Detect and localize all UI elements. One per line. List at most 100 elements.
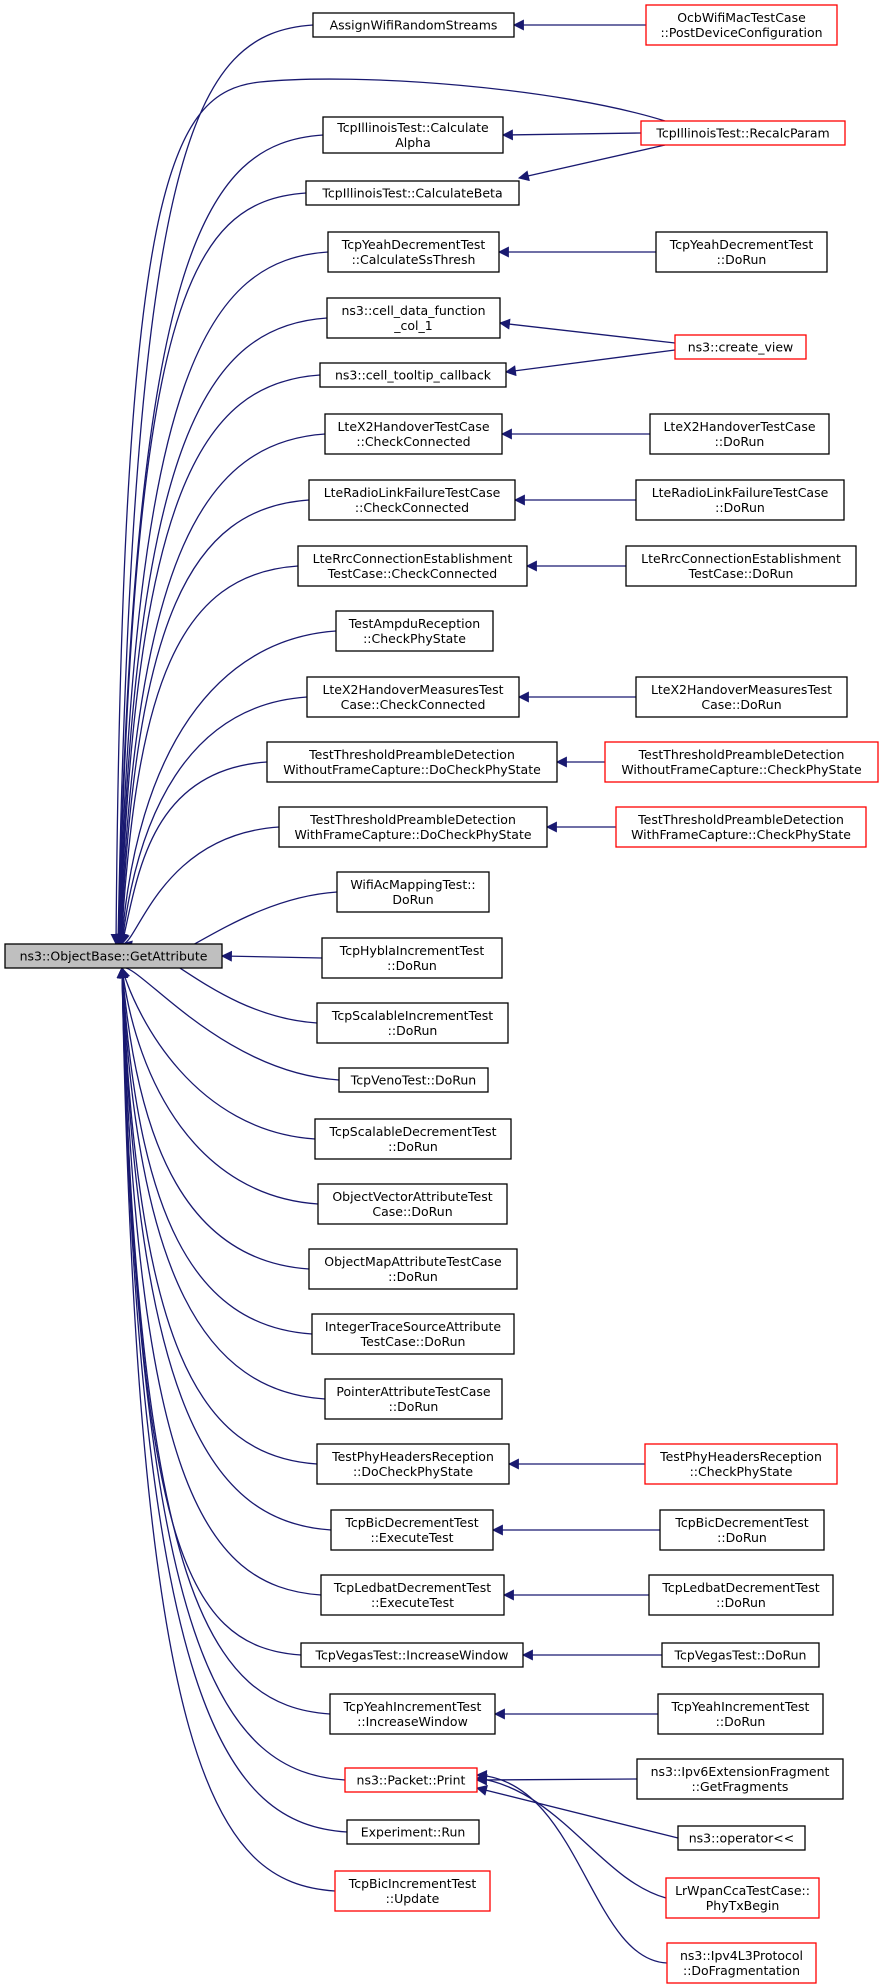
node-box	[665, 1877, 820, 1919]
node-box	[308, 479, 516, 521]
node-tpd-wo-check[interactable]: TestThresholdPreambleDetectionWithoutFra…	[604, 741, 879, 783]
node-ocb-postdevice[interactable]: OcbWifiMacTestCase::PostDeviceConfigurat…	[645, 4, 838, 46]
node-label: TcpIllinoisTest::Calculate	[336, 120, 489, 135]
node-create-view[interactable]: ns3::create_view	[674, 334, 807, 360]
node-label: TestPhyHeadersReception	[331, 1449, 494, 1464]
node-tpd-w-check[interactable]: TestThresholdPreambleDetectionWithFrameC…	[615, 806, 867, 848]
node-yeah-inc-dorun[interactable]: TcpYeahIncrementTest::DoRun	[657, 1693, 824, 1735]
node-label: LteRrcConnectionEstablishment	[641, 551, 841, 566]
node-rlf-dorun[interactable]: LteRadioLinkFailureTestCase::DoRun	[635, 479, 845, 521]
node-rlf-check[interactable]: LteRadioLinkFailureTestCase::CheckConnec…	[308, 479, 516, 521]
node-label: ::DoRun	[717, 1530, 767, 1545]
node-vegas-inc[interactable]: TcpVegasTest::IncreaseWindow	[300, 1642, 524, 1668]
edge-recalc-to-beta	[517, 144, 666, 182]
edge-objmap-to-root	[117, 966, 310, 1270]
node-lrwpan[interactable]: LrWpanCcaTestCase::PhyTxBegin	[665, 1877, 820, 1919]
node-box	[659, 1509, 825, 1551]
node-box	[308, 1248, 518, 1290]
nodes[interactable]: ns3::ObjectBase::GetAttribute AssignWifiR…	[4, 4, 879, 1984]
node-label: ns3::ObjectBase::GetAttribute	[20, 949, 208, 964]
node-box	[319, 362, 507, 388]
node-label: Case::DoRun	[372, 1204, 452, 1219]
node-ledbat-dorun[interactable]: TcpLedbatDecrementTest::DoRun	[648, 1574, 834, 1616]
node-label: TcpLedbatDecrementTest	[333, 1580, 491, 1595]
node-box	[635, 479, 845, 521]
node-label: ::DoRun	[387, 958, 437, 973]
node-illinois-recalc[interactable]: TcpIllinoisTest::RecalcParam	[640, 120, 846, 146]
node-label: ::Update	[386, 1891, 440, 1906]
node-label: ns3::create_view	[688, 340, 794, 355]
edge-hybla-inc-to-root	[220, 950, 323, 962]
node-x2ho-check[interactable]: LteX2HandoverTestCase::CheckConnected	[324, 413, 503, 455]
node-label: WithFrameCapture::CheckPhyState	[631, 827, 851, 842]
edge-ipv4-to-print	[475, 1770, 668, 1964]
node-cell-data-fn[interactable]: ns3::cell_data_function_col_1	[326, 297, 501, 339]
edge-experiment-to-root	[116, 966, 348, 1833]
node-box	[316, 1443, 510, 1485]
node-vegas-dorun[interactable]: TcpVegasTest::DoRun	[661, 1642, 820, 1668]
node-pointer[interactable]: PointerAttributeTestCase::DoRun	[324, 1378, 503, 1420]
node-label: TestThresholdPreambleDetection	[309, 812, 516, 827]
edge-scalable-dec-to-root	[119, 966, 316, 1140]
node-label: TestThresholdPreambleDetection	[308, 747, 515, 762]
node-label: TestPhyHeadersReception	[659, 1449, 822, 1464]
node-x2ho-dorun[interactable]: LteX2HandoverTestCase::DoRun	[649, 413, 830, 455]
node-scalable-inc[interactable]: TcpScalableIncrementTest::DoRun	[316, 1002, 509, 1044]
node-box	[677, 1825, 806, 1851]
node-label: ::ExecuteTest	[371, 1595, 454, 1610]
node-rrc-check[interactable]: LteRrcConnectionEstablishmentTestCase::C…	[297, 545, 528, 587]
node-tpd-wo-do[interactable]: TestThresholdPreambleDetectionWithoutFra…	[266, 741, 558, 783]
node-scalable-dec[interactable]: TcpScalableDecrementTest::DoRun	[314, 1118, 512, 1160]
node-box	[317, 1183, 508, 1225]
node-box	[278, 806, 548, 848]
node-yeah-dec-dorun[interactable]: TcpYeahDecrementTest::DoRun	[655, 231, 828, 273]
node-box	[625, 545, 857, 587]
node-box	[321, 937, 503, 979]
node-box	[311, 1313, 515, 1355]
node-x2hm-check[interactable]: LteX2HandoverMeasuresTestCase::CheckConn…	[306, 676, 520, 718]
node-inttrace[interactable]: IntegerTraceSourceAttributeTestCase::DoR…	[311, 1313, 515, 1355]
node-label: TcpLedbatDecrementTest	[661, 1580, 819, 1595]
node-bic-inc-update[interactable]: TcpBicIncrementTest::Update	[334, 1870, 491, 1912]
node-objmap[interactable]: ObjectMapAttributeTestCase::DoRun	[308, 1248, 518, 1290]
node-ipv6-frag[interactable]: ns3::Ipv6ExtensionFragment::GetFragments	[636, 1758, 844, 1800]
node-operator-ll[interactable]: ns3::operator<<	[677, 1825, 806, 1851]
node-assign-wifi[interactable]: AssignWifiRandomStreams	[312, 12, 515, 38]
node-label: TcpVenoTest::DoRun	[350, 1073, 476, 1088]
node-cell-tooltip[interactable]: ns3::cell_tooltip_callback	[319, 362, 507, 388]
node-label: ::IncreaseWindow	[357, 1714, 468, 1729]
node-box	[604, 741, 879, 783]
node-yeah-inc-win[interactable]: TcpYeahIncrementTest::IncreaseWindow	[329, 1693, 496, 1735]
node-tpd-w-do[interactable]: TestThresholdPreambleDetectionWithFrameC…	[278, 806, 548, 848]
node-box	[336, 871, 490, 913]
edge-tpd-w-do-to-root	[120, 826, 280, 952]
node-phyhdr-do[interactable]: TestPhyHeadersReception::DoCheckPhyState	[316, 1443, 510, 1485]
node-box	[338, 1067, 489, 1093]
node-illinois-beta[interactable]: TcpIllinoisTest::CalculateBeta	[305, 180, 520, 206]
node-label: ::DoRun	[716, 1714, 766, 1729]
edge-createview-to-celldata	[498, 318, 676, 344]
node-label: TcpBicDecrementTest	[674, 1515, 808, 1530]
node-label: DoRun	[392, 892, 433, 907]
node-ipv4-frag[interactable]: ns3::Ipv4L3Protocol::DoFragmentation	[666, 1942, 817, 1984]
node-packet-print[interactable]: ns3::Packet::Print	[344, 1767, 478, 1793]
node-experiment[interactable]: Experiment::Run	[346, 1819, 480, 1845]
node-yeah-dec-ssthresh[interactable]: TcpYeahDecrementTest::CalculateSsThresh	[327, 231, 500, 273]
node-rrc-dorun[interactable]: LteRrcConnectionEstablishmentTestCase::D…	[625, 545, 857, 587]
node-hybla-inc[interactable]: TcpHyblaIncrementTest::DoRun	[321, 937, 503, 979]
node-label: TcpYeahIncrementTest	[343, 1699, 482, 1714]
node-veno[interactable]: TcpVenoTest::DoRun	[338, 1067, 489, 1093]
node-bic-dec-exec[interactable]: TcpBicDecrementTest::ExecuteTest	[330, 1509, 494, 1551]
edge-veno-to-root	[121, 958, 340, 1081]
node-box	[297, 545, 528, 587]
node-phyhdr-check[interactable]: TestPhyHeadersReception::CheckPhyState	[644, 1443, 838, 1485]
node-label: ObjectVectorAttributeTest	[332, 1189, 492, 1204]
node-bic-dec-dorun[interactable]: TcpBicDecrementTest::DoRun	[659, 1509, 825, 1551]
node-label: AssignWifiRandomStreams	[330, 18, 498, 33]
node-wifi-ac[interactable]: WifiAcMappingTest::DoRun	[336, 871, 490, 913]
node-ampdu-check[interactable]: TestAmpduReception::CheckPhyState	[335, 610, 494, 652]
node-ledbat-exec[interactable]: TcpLedbatDecrementTest::ExecuteTest	[320, 1574, 505, 1616]
